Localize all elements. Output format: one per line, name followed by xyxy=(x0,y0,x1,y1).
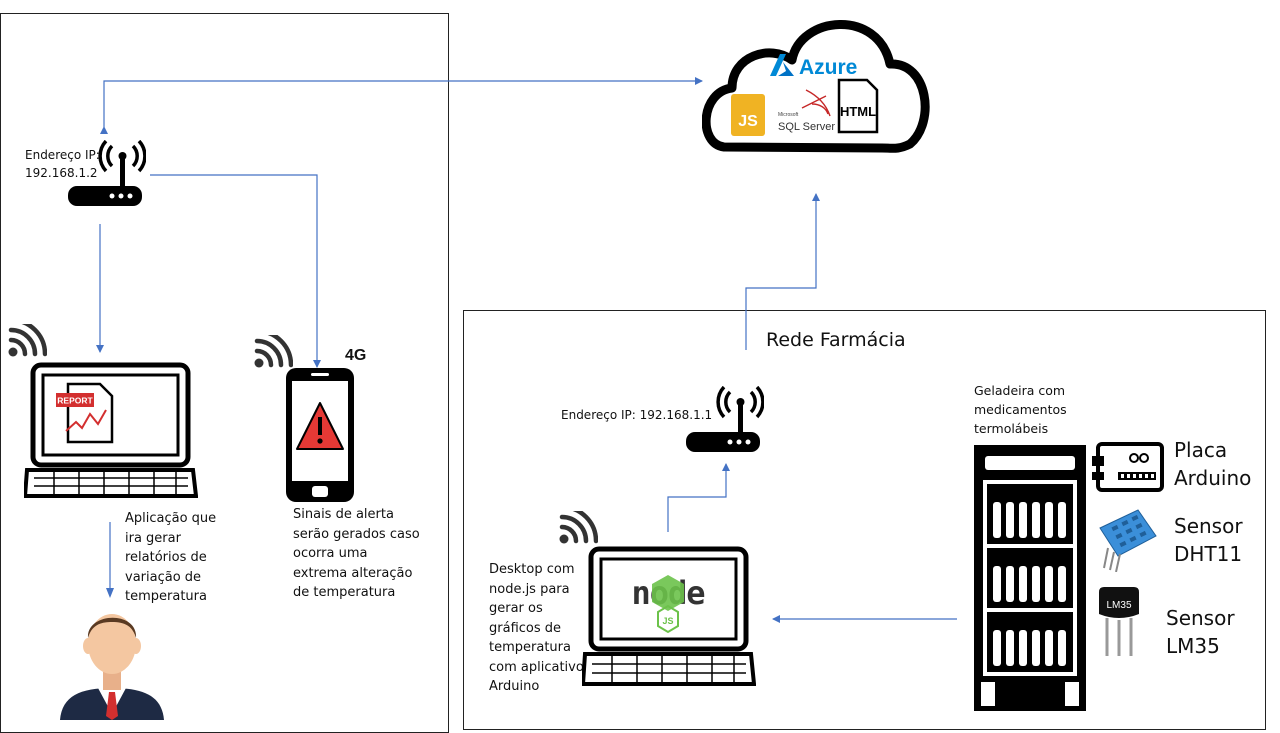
connector-laptop-to-user xyxy=(106,522,114,598)
wifi-router-icon xyxy=(68,140,146,206)
svg-text:JS: JS xyxy=(738,113,758,130)
svg-text:HTML: HTML xyxy=(840,104,876,119)
svg-text:JS: JS xyxy=(662,616,673,626)
connector-pharmacy-router-to-cloud xyxy=(745,193,820,350)
sql-server-logo-icon: Microsoft SQL Server xyxy=(778,89,835,133)
alert-smartphone-icon xyxy=(286,368,354,502)
connector-router-to-phone xyxy=(150,174,321,368)
desktop-description: Desktop com node.js para gerar os gráfic… xyxy=(489,562,584,694)
azure-cloud: Azure JS Microsoft SQL Server HTML xyxy=(702,20,930,153)
alert-description: Sinais de alerta serão gerados caso ocor… xyxy=(293,507,420,600)
dht11-label: Sensor DHT11 xyxy=(1174,514,1243,566)
html-document-icon: HTML xyxy=(837,78,879,134)
nodejs-logo-icon: node JS xyxy=(631,574,706,634)
wifi-router-icon xyxy=(686,386,764,452)
pharmacy-network-title: Rede Farmácia xyxy=(766,329,906,351)
svg-text:LM35: LM35 xyxy=(1106,600,1131,611)
wifi-signal-icon xyxy=(8,324,47,357)
fridge-description: Geladeira com medicamentos termolábeis xyxy=(974,383,1067,436)
azure-wordmark: Azure xyxy=(799,56,857,79)
network-4g-label: 4G xyxy=(345,347,367,364)
lm35-label: Sensor LM35 xyxy=(1166,606,1235,658)
arduino-label: Placa Arduino xyxy=(1174,438,1252,490)
arduino-board-icon xyxy=(1092,442,1164,492)
svg-text:SQL Server: SQL Server xyxy=(778,121,835,133)
svg-text:Microsoft: Microsoft xyxy=(778,112,799,118)
medicine-fridge-icon xyxy=(974,445,1086,711)
report-laptop-icon: REPORT xyxy=(24,362,198,498)
wifi-signal-icon xyxy=(559,511,598,544)
connector-laptop-to-pharmacy-router xyxy=(667,463,730,532)
javascript-logo-icon: JS xyxy=(731,94,765,136)
lm35-sensor-icon: LM35 xyxy=(1099,587,1139,656)
user-avatar-icon xyxy=(60,614,164,720)
azure-logo-icon xyxy=(770,54,794,76)
pharmacy-router-ip-label: Endereço IP: 192.168.1.1 xyxy=(561,408,713,422)
report-badge: REPORT xyxy=(57,396,93,406)
router-ip-label: Endereço IP: 192.168.1.2 xyxy=(25,148,100,180)
dht11-sensor-icon xyxy=(1099,509,1157,572)
report-app-description: Aplicação que ira gerar relatórios de va… xyxy=(125,511,217,604)
connector-router-to-cloud xyxy=(100,77,703,134)
wifi-signal-icon xyxy=(254,335,293,368)
nodejs-laptop-icon: node JS xyxy=(582,546,756,686)
